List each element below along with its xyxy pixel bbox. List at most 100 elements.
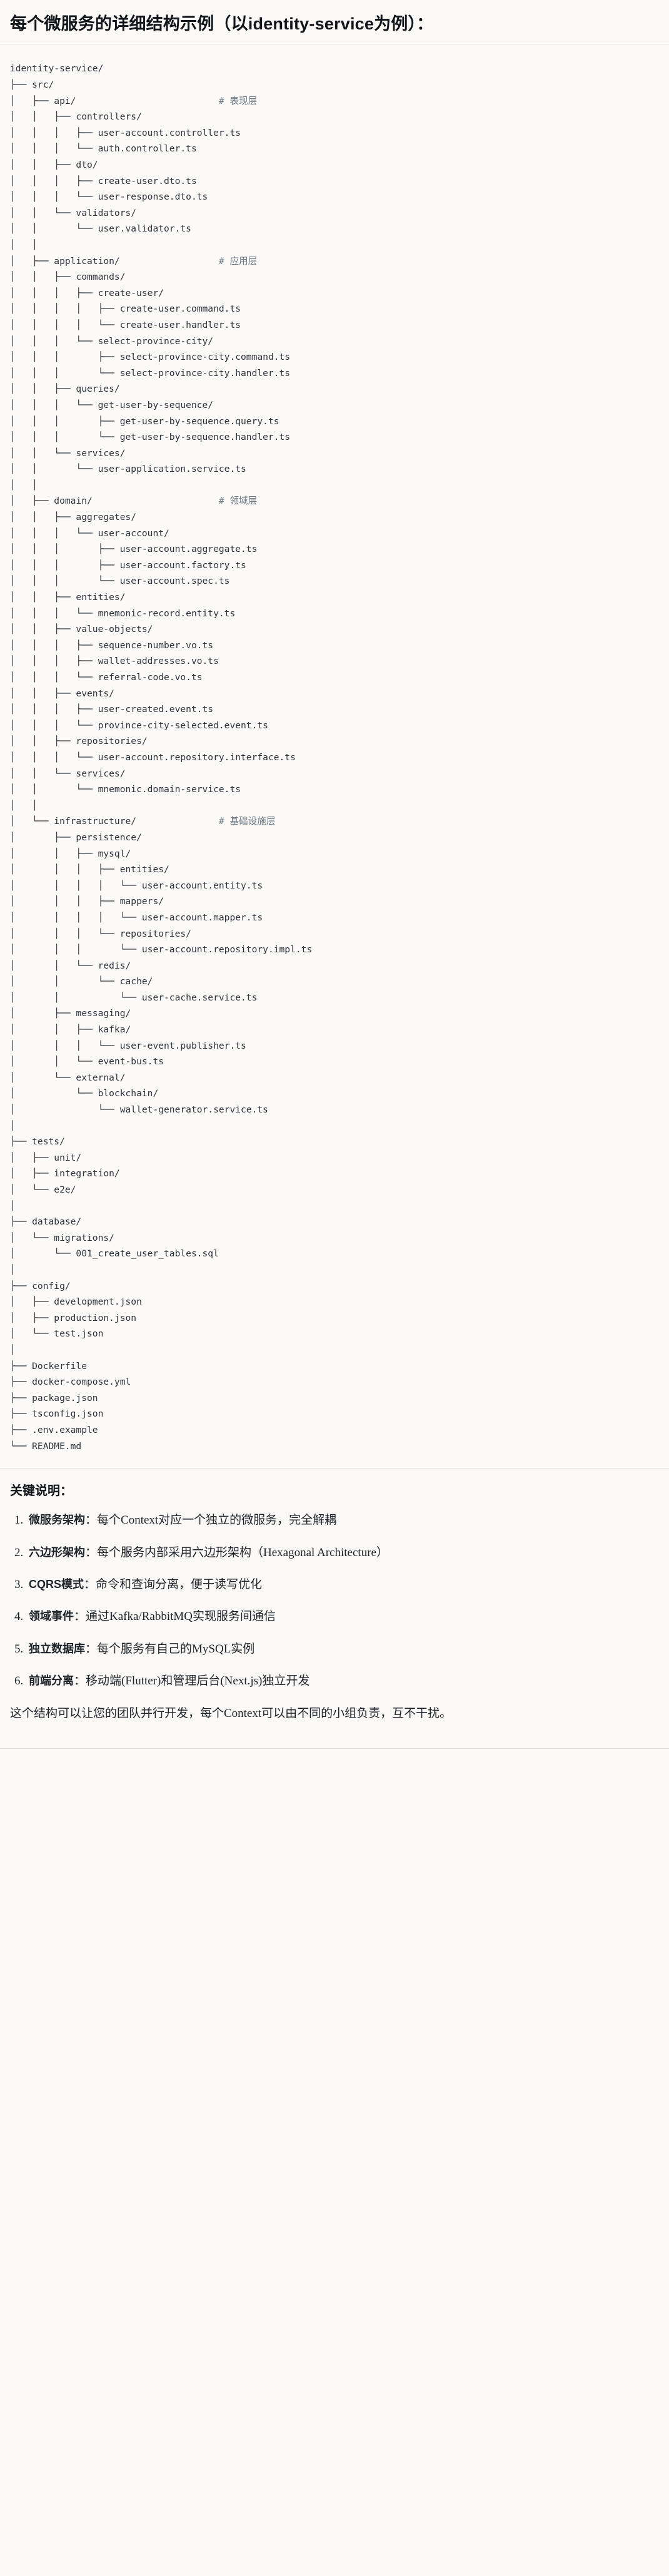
- key-note-item: 微服务架构：每个Context对应一个独立的微服务，完全解耦: [26, 1511, 659, 1529]
- tree-node-path: │ ├── messaging/: [10, 1008, 131, 1019]
- tree-node-path: │ └── infrastructure/: [10, 816, 137, 827]
- tree-node-path: │ │ │ ├── select-province-city.command.t…: [10, 352, 291, 363]
- tree-node-path: │ │ │ ├── mappers/: [10, 896, 164, 907]
- tree-line: │ ├── messaging/: [10, 1008, 131, 1019]
- key-note-item: CQRS模式：命令和查询分离，便于读写优化: [26, 1576, 659, 1594]
- tree-line: │ └── infrastructure/ # 基础设施层: [10, 816, 275, 827]
- key-note-description: 命令和查询分离，便于读写优化: [96, 1577, 263, 1591]
- tree-node-path: │ │ └── user-application.service.ts: [10, 464, 246, 475]
- tree-line: │ ├── application/ # 应用层: [10, 256, 257, 267]
- tree-node-path: │ └── e2e/: [10, 1184, 76, 1195]
- key-notes-list: 微服务架构：每个Context对应一个独立的微服务，完全解耦六边形架构：每个服务…: [10, 1511, 659, 1691]
- tree-line: │ │ └── cache/: [10, 976, 153, 987]
- tree-node-path: ├── database/: [10, 1216, 82, 1228]
- key-note-separator: ：: [74, 1610, 86, 1624]
- tree-line: │ │ ├── events/: [10, 688, 114, 699]
- tree-node-path: │ │ │ ├── entities/: [10, 864, 169, 875]
- tree-node-path: │: [10, 1264, 16, 1275]
- tree-node-path: │ └── wallet-generator.service.ts: [10, 1104, 268, 1116]
- tree-node-path: │ └── migrations/: [10, 1232, 114, 1243]
- tree-line: │ │: [10, 800, 38, 811]
- tree-node-path: │ │ └── redis/: [10, 960, 131, 971]
- tree-line: │ └── wallet-generator.service.ts: [10, 1104, 268, 1115]
- tree-line: │ │ └── user-application.service.ts: [10, 464, 246, 474]
- tree-node-path: │ │ │ └── repositories/: [10, 928, 191, 939]
- tree-line: │ │ │ └── select-province-city.handler.t…: [10, 368, 290, 379]
- key-note-description: 每个服务内部采用六边形架构（Hexagonal Architecture）: [97, 1545, 388, 1559]
- tree-node-path: │: [10, 1200, 16, 1211]
- tree-node-path: │ │: [10, 800, 38, 811]
- tree-line: │ │ │ └── mnemonic-record.entity.ts: [10, 608, 235, 619]
- tree-node-path: │ │ ├── value-objects/: [10, 624, 153, 635]
- key-note-separator: ：: [85, 1514, 98, 1527]
- tree-line: │ ├── domain/ # 领域层: [10, 496, 257, 506]
- tree-node-path: │ │ │ ├── user-created.event.ts: [10, 704, 214, 715]
- tree-line: │ │ │ └── user-account.spec.ts: [10, 576, 229, 586]
- tree-line: │ ├── production.json: [10, 1313, 136, 1323]
- tree-node-path: │ │ ├── dto/: [10, 160, 98, 170]
- tree-node-path: │ │ └── services/: [10, 447, 126, 459]
- tree-node-path: │ │ │ └── referral-code.vo.ts: [10, 672, 203, 683]
- tree-line: │ │ │ │ ├── create-user.command.ts: [10, 303, 241, 314]
- tree-line: │: [10, 1121, 16, 1131]
- tree-line: ├── Dockerfile: [10, 1361, 87, 1372]
- tree-node-path: │ │ │ │ └── user-account.mapper.ts: [10, 912, 263, 923]
- tree-node-path: ├── Dockerfile: [10, 1360, 88, 1372]
- tree-line: │ │ ├── kafka/: [10, 1024, 131, 1035]
- tree-line: │ │ │ ├── create-user.dto.ts: [10, 176, 197, 186]
- key-note-term: 前端分离: [29, 1674, 74, 1688]
- key-note-term: 独立数据库: [29, 1642, 85, 1655]
- tree-line: │: [10, 1345, 16, 1355]
- tree-line: │ │ │ └── user-account.repository.interf…: [10, 752, 296, 763]
- tree-node-path: │ │ │ ├── user-account.factory.ts: [10, 559, 246, 571]
- tree-line: │ │ │ ├── user-account.aggregate.ts: [10, 544, 257, 554]
- tree-line: │ ├── api/ # 表现层: [10, 96, 257, 106]
- tree-line: │ │ │ └── user-event.publisher.ts: [10, 1041, 246, 1051]
- key-note-term: 微服务架构: [29, 1514, 85, 1527]
- tree-node-path: │ │ └── event-bus.ts: [10, 1056, 164, 1067]
- key-note-separator: ：: [85, 1545, 98, 1559]
- tree-node-path: │ │ └── validators/: [10, 207, 137, 218]
- tree-line: │ │ │ ├── user-created.event.ts: [10, 704, 213, 715]
- tree-line: │ │: [10, 240, 38, 250]
- key-note-separator: ：: [84, 1577, 96, 1591]
- tree-line: │ │ │ └── get-user-by-sequence.handler.t…: [10, 432, 290, 442]
- tree-line: │ └── external/: [10, 1072, 126, 1083]
- tree-line: │ │ │ └── auth.controller.ts: [10, 143, 197, 154]
- tree-node-path: │ └── external/: [10, 1072, 126, 1083]
- tree-line: │ └── e2e/: [10, 1184, 76, 1195]
- tree-line: │ │ ├── commands/: [10, 272, 126, 282]
- document-page: 每个微服务的详细结构示例（以identity-service为例）： ident…: [0, 0, 669, 1749]
- key-note-term: CQRS模式: [29, 1577, 84, 1591]
- tree-line: │ │ │ ├── mappers/: [10, 896, 164, 907]
- tree-line: │ │ │ └── repositories/: [10, 929, 191, 939]
- tree-line: │ │ │ │ └── user-account.entity.ts: [10, 880, 263, 891]
- tree-node-path: │ │ │ └── user-account.repository.interf…: [10, 751, 296, 763]
- tree-node-path: │ │ │ └── select-province-city/: [10, 335, 214, 347]
- tree-line: │ ├── unit/: [10, 1153, 81, 1163]
- tree-node-path: ├── tsconfig.json: [10, 1408, 104, 1420]
- tree-line: │: [10, 1265, 16, 1275]
- tree-node-path: │ │: [10, 239, 38, 250]
- tree-node-path: │ │ │ ├── user-account.aggregate.ts: [10, 544, 258, 555]
- tree-node-path: │ │ │ └── select-province-city.handler.t…: [10, 367, 291, 379]
- tree-line: ├── .env.example: [10, 1425, 98, 1435]
- tree-node-path: │ │ └── services/: [10, 768, 126, 779]
- tree-line: │ └── blockchain/: [10, 1088, 158, 1099]
- tree-line: │ │ │ └── user-account.repository.impl.t…: [10, 944, 312, 955]
- tree-line: │ └── 001_create_user_tables.sql: [10, 1248, 219, 1259]
- bottom-divider: [0, 1748, 669, 1749]
- tree-node-path: │ │ ├── queries/: [10, 384, 120, 395]
- tree-node-path: ├── tests/: [10, 1136, 65, 1148]
- tree-line: │ │ │ └── province-city-selected.event.t…: [10, 720, 268, 731]
- key-note-item: 前端分离：移动端(Flutter)和管理后台(Next.js)独立开发: [26, 1672, 659, 1690]
- key-note-description: 通过Kafka/RabbitMQ实现服务间通信: [86, 1610, 276, 1624]
- tree-node-path: │ │ │ └── user-event.publisher.ts: [10, 1040, 246, 1051]
- tree-line: │ │ │ ├── sequence-number.vo.ts: [10, 640, 213, 651]
- tree-node-path: │ │ │ ├── user-account.controller.ts: [10, 127, 241, 138]
- tree-node-path: │ │ ├── controllers/: [10, 111, 142, 123]
- tree-node-path: │ │ ├── entities/: [10, 592, 126, 603]
- key-notes-title: 关键说明：: [10, 1484, 73, 1499]
- tree-node-path: │ │ ├── commands/: [10, 272, 126, 283]
- tree-line: │ │ ├── entities/: [10, 592, 126, 603]
